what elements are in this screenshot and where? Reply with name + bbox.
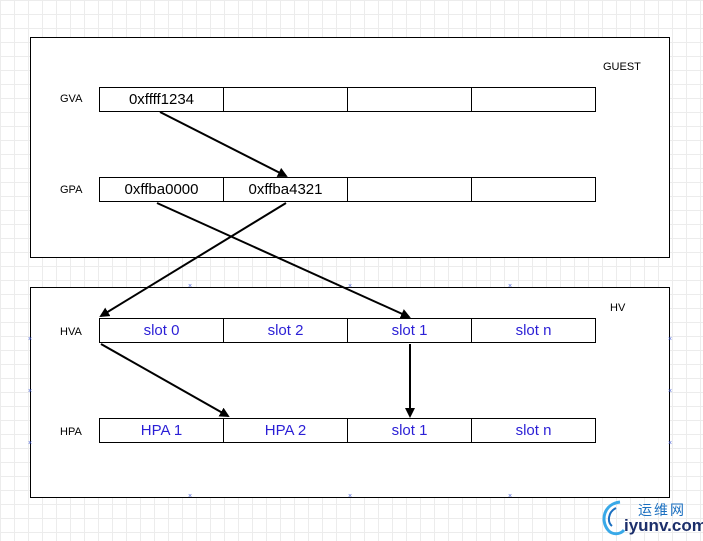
selection-handle[interactable]: × [667, 336, 673, 343]
swirl-logo-icon [602, 500, 626, 536]
hpa-cell[interactable]: HPA 1 [99, 418, 224, 443]
guest-label: GUEST [603, 61, 641, 73]
hva-cell[interactable]: slot 0 [99, 318, 224, 343]
hva-cell[interactable]: slot 2 [223, 318, 348, 343]
gva-cell[interactable] [347, 87, 472, 112]
selection-handle[interactable]: × [507, 493, 513, 500]
selection-handle[interactable]: × [27, 440, 33, 447]
arrow-gva-to-gpa[interactable] [159, 111, 288, 177]
gpa-cell[interactable] [347, 177, 472, 202]
gpa-row: 0xffba0000 0xffba4321 [99, 177, 596, 202]
watermark-en: iyunv.com [624, 516, 703, 535]
gva-cell[interactable] [223, 87, 348, 112]
hpa-label: HPA [60, 426, 82, 438]
hva-row: slot 0 slot 2 slot 1 slot n [99, 318, 596, 343]
hva-label: HVA [60, 326, 82, 338]
hv-label: HV [610, 302, 626, 314]
selection-handle[interactable]: × [507, 283, 513, 290]
arrow-gpa-to-hva-slot1[interactable] [156, 202, 411, 319]
gpa-cell[interactable]: 0xffba4321 [223, 177, 348, 202]
watermark: 运维网 iyunv.com [598, 496, 703, 538]
selection-handle[interactable]: × [187, 283, 193, 290]
hpa-cell[interactable]: HPA 2 [223, 418, 348, 443]
guest-frame [30, 37, 670, 258]
gpa-label: GPA [60, 184, 83, 196]
arrow-hva-to-hpa2[interactable] [100, 343, 230, 417]
gva-row: 0xffff1234 [99, 87, 596, 112]
hpa-cell[interactable]: slot n [471, 418, 596, 443]
gpa-cell[interactable]: 0xffba0000 [99, 177, 224, 202]
hva-cell[interactable]: slot 1 [347, 318, 472, 343]
gpa-cell[interactable] [471, 177, 596, 202]
gva-cell[interactable] [471, 87, 596, 112]
selection-handle[interactable]: × [667, 440, 673, 447]
gva-label: GVA [60, 93, 83, 105]
hpa-row: HPA 1 HPA 2 slot 1 slot n [99, 418, 596, 443]
hva-cell[interactable]: slot n [471, 318, 596, 343]
arrow-gpa-to-hva-slot0[interactable] [99, 202, 287, 318]
selection-handle[interactable]: × [667, 388, 673, 395]
watermark-cn: 运维网 [638, 502, 686, 518]
selection-handle[interactable]: × [27, 336, 33, 343]
selection-handle[interactable]: × [27, 388, 33, 395]
gva-cell[interactable]: 0xffff1234 [99, 87, 224, 112]
selection-handle[interactable]: × [347, 493, 353, 500]
selection-handle[interactable]: × [347, 283, 353, 290]
hpa-cell[interactable]: slot 1 [347, 418, 472, 443]
selection-handle[interactable]: × [187, 493, 193, 500]
